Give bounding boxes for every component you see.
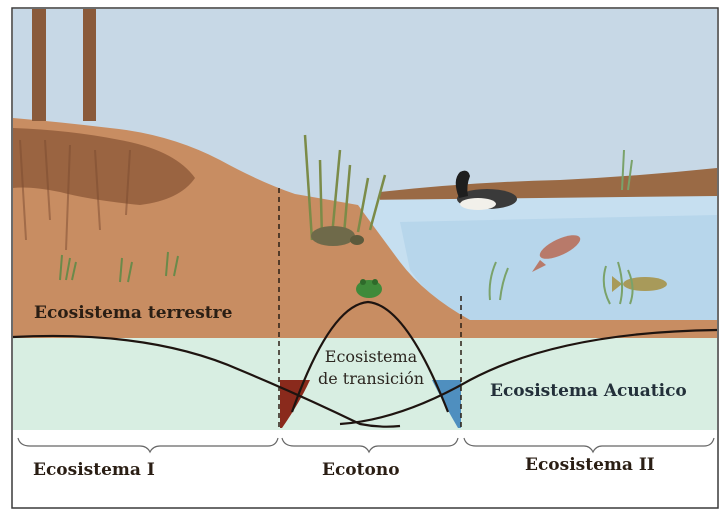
label-transition-line-1: Ecosistema xyxy=(296,346,446,368)
water-deep xyxy=(400,215,717,322)
label-ecotone: Ecotono xyxy=(322,460,400,480)
label-ecosystem-2: Ecosistema II xyxy=(525,455,655,475)
label-transition-line-2: de transición xyxy=(296,368,446,390)
label-aquatic-ecosystem: Ecosistema Acuatico xyxy=(490,381,687,401)
tree-trunk-icon xyxy=(83,9,96,121)
label-ecosystem-1: Ecosistema I xyxy=(33,460,155,480)
label-terrestrial-ecosystem: Ecosistema terrestre xyxy=(34,303,232,323)
tree-trunk-icon xyxy=(32,9,46,121)
label-transition-ecosystem: Ecosistema de transición xyxy=(296,346,446,390)
